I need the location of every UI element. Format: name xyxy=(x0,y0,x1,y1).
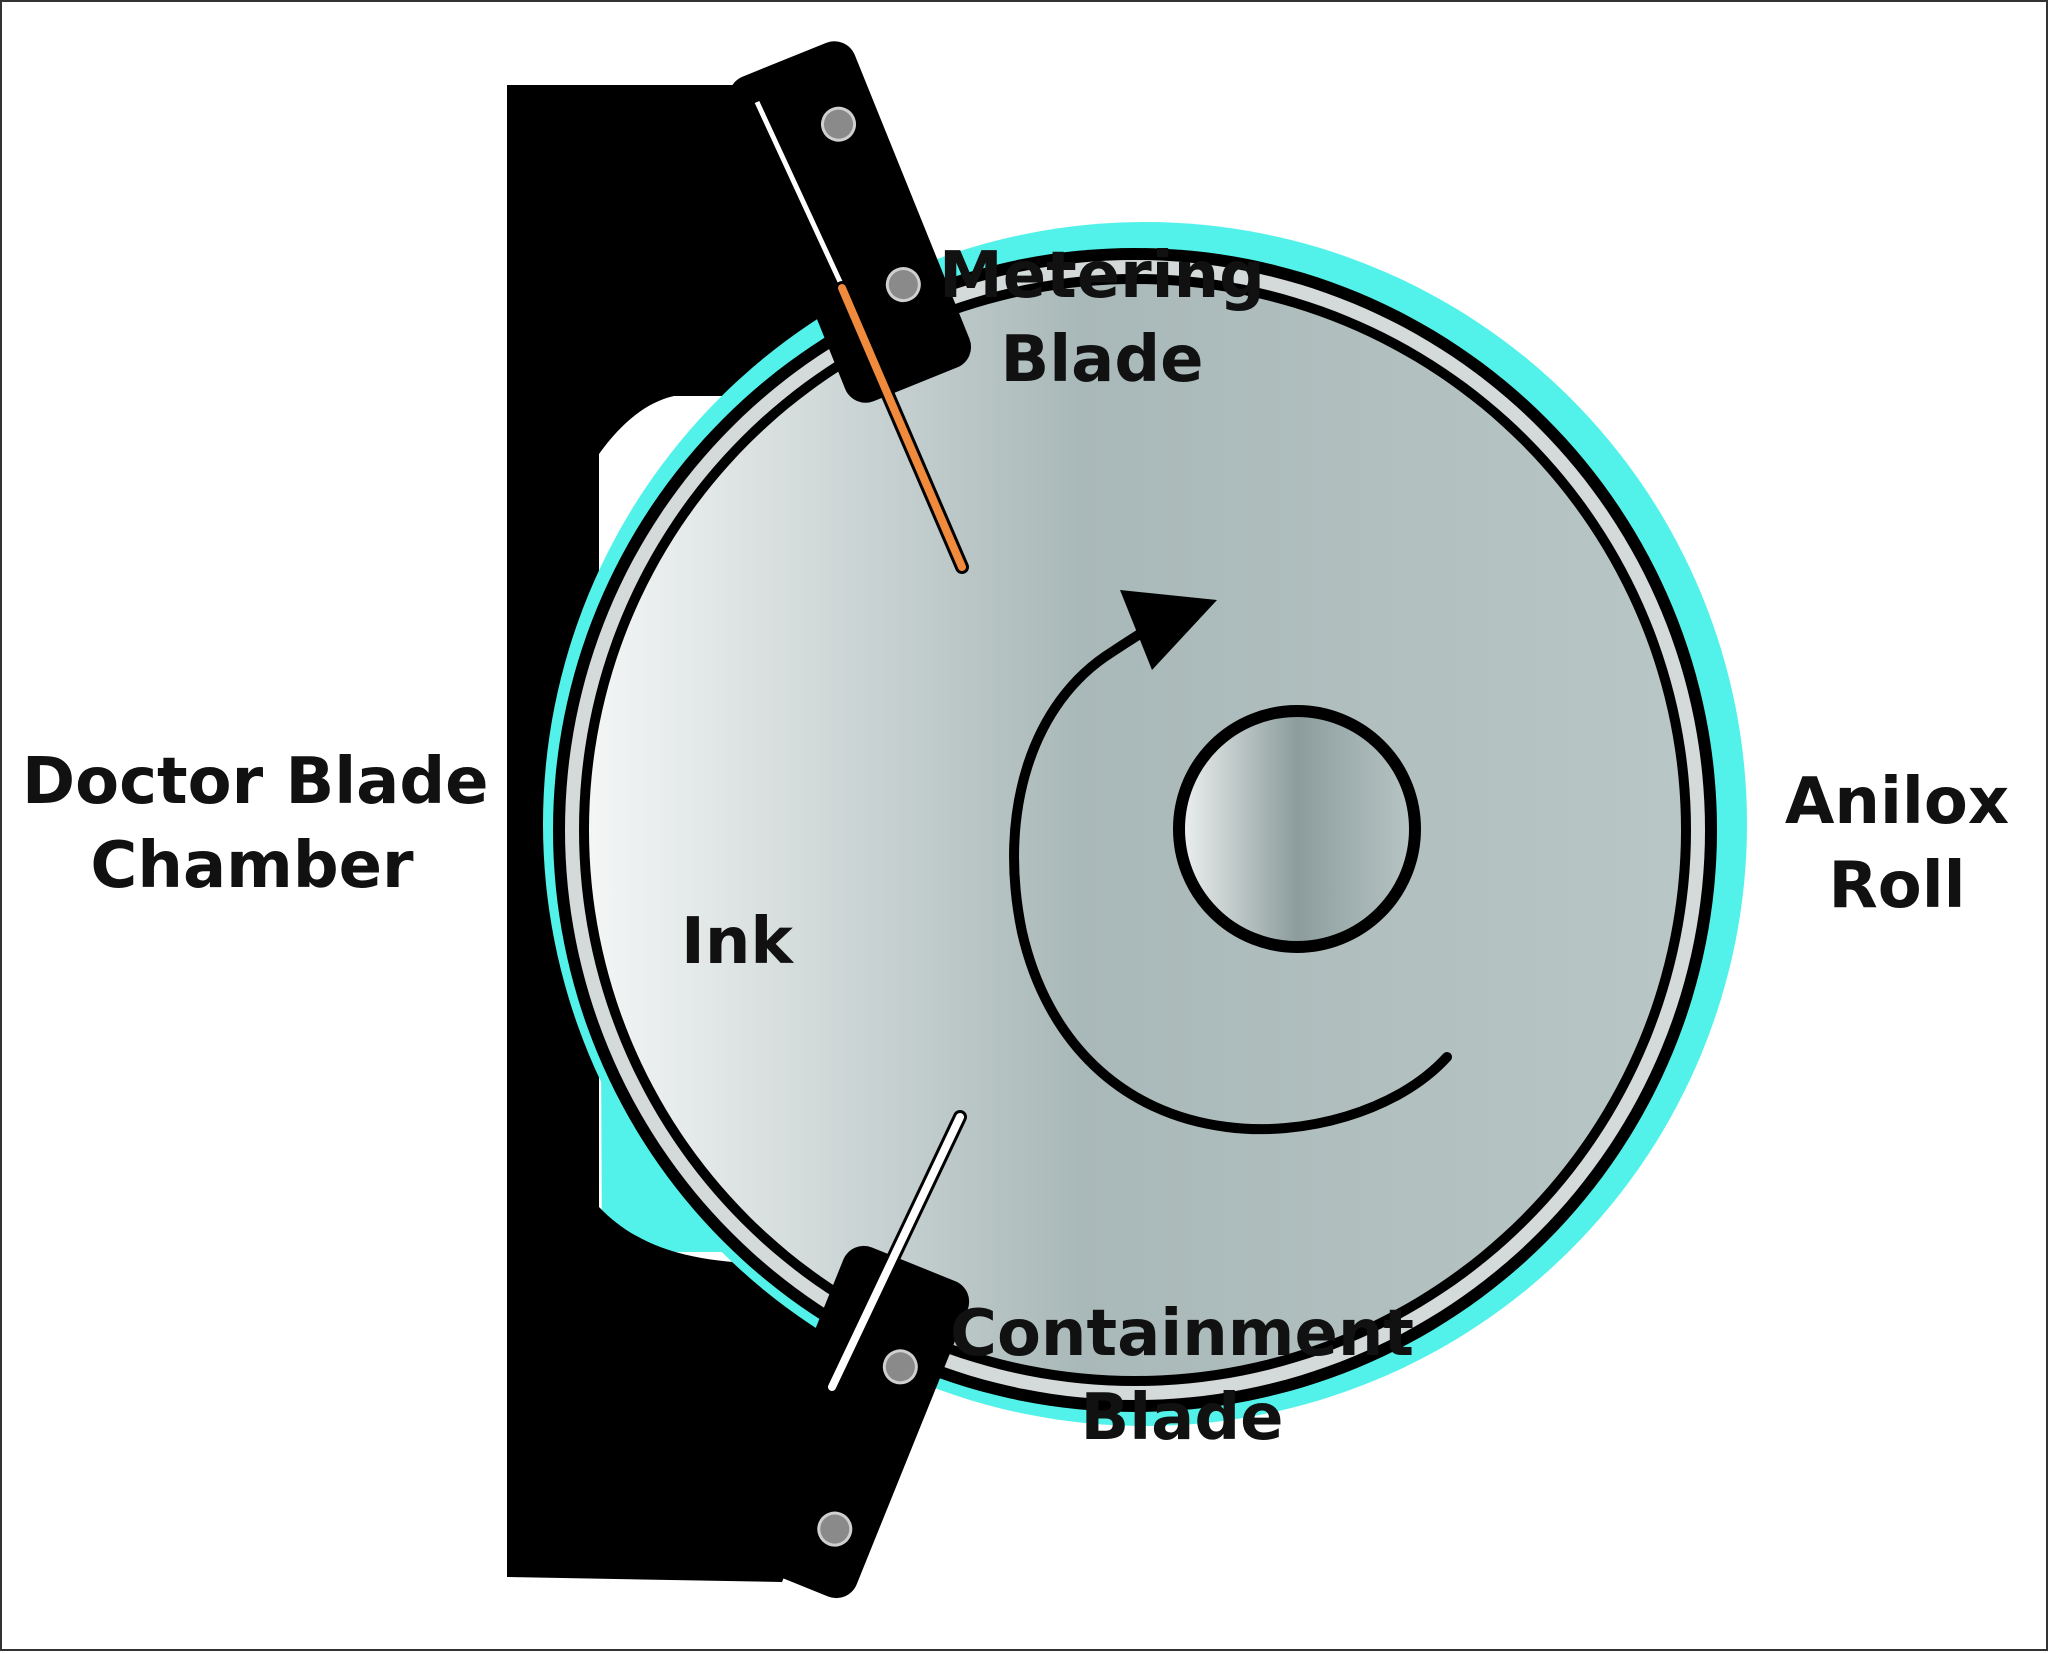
label-doctor-blade-chamber-line2: Chamber xyxy=(90,829,414,903)
label-anilox-roll-line1: Anilox xyxy=(1784,765,2010,839)
label-containment-blade-line1: Containment xyxy=(949,1297,1415,1371)
label-ink-text: Ink xyxy=(681,905,793,979)
label-doctor-blade-chamber-line1: Doctor Blade xyxy=(22,745,489,819)
containment-blade xyxy=(828,1113,964,1391)
label-metering-blade-line1: Metering xyxy=(939,239,1265,313)
label-containment-blade-line2: Blade xyxy=(1080,1381,1284,1455)
label-ink: Ink xyxy=(642,900,832,984)
metering-blade-edge xyxy=(838,284,966,571)
clockwise-arrow-icon xyxy=(1120,590,1217,670)
rotation-arc xyxy=(1009,619,1452,1135)
label-anilox-roll: Anilox Roll xyxy=(1762,760,2032,928)
containment-blade-holder xyxy=(730,1245,970,1599)
label-metering-blade: Metering Blade xyxy=(937,234,1267,402)
label-metering-blade-line2: Blade xyxy=(1000,323,1204,397)
metering-blade-holder xyxy=(728,41,972,403)
label-containment-blade: Containment Blade xyxy=(922,1292,1442,1460)
anilox-roll-surface xyxy=(589,284,1681,1376)
label-doctor-blade-chamber: Doctor Blade Chamber xyxy=(22,740,489,908)
metering-blade-shank xyxy=(754,100,845,288)
label-anilox-roll-line2: Roll xyxy=(1828,849,1966,923)
anilox-hub xyxy=(1173,705,1421,953)
